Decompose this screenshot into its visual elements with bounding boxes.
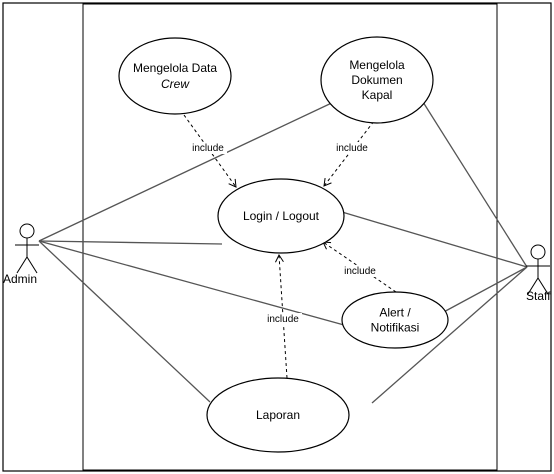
- use-case-ellipse: [217, 178, 345, 254]
- use-case-ellipse: [320, 36, 434, 124]
- use-case-label: Crew: [161, 77, 190, 91]
- use-case-label: Dokumen: [351, 73, 402, 87]
- association-staff-alert: [439, 266, 528, 315]
- association-admin-dokumen: [38, 99, 339, 242]
- use-case-label: Kapal: [362, 88, 393, 102]
- use-case-laporan[interactable]: Laporan: [206, 377, 350, 453]
- association-staff-laporan: [371, 266, 528, 404]
- association-admin-alert: [38, 240, 345, 326]
- include-label-bg: [264, 313, 302, 325]
- include-label: include: [344, 266, 376, 277]
- use-case-ellipse: [341, 291, 449, 349]
- include-label-bg: [189, 142, 227, 154]
- actor-staff[interactable]: Staff: [526, 244, 551, 303]
- association-admin-login: [38, 240, 223, 245]
- use-case-alert[interactable]: Alert /Notifikasi: [341, 291, 449, 349]
- use-case-label: Notifikasi: [371, 321, 420, 335]
- association-admin-laporan: [38, 240, 211, 403]
- association-staff-dokumen: [422, 101, 528, 268]
- use-case-label: Login / Logout: [243, 209, 320, 223]
- actor-figure-icon: [526, 244, 550, 295]
- use-case-ellipse: [206, 377, 350, 453]
- association-lines: [38, 99, 528, 404]
- include-relations: include include include include: [183, 111, 397, 379]
- system-boundary: [82, 3, 498, 471]
- include-label: include: [336, 143, 368, 154]
- association-staff-login: [341, 211, 528, 268]
- use-case-label: Laporan: [256, 408, 300, 422]
- use-case-label: Mengelola: [349, 58, 405, 72]
- include-label: include: [267, 314, 299, 325]
- include-label-bg: [333, 142, 371, 154]
- actor-figure-icon: [15, 223, 39, 274]
- actor-admin[interactable]: Admin: [3, 223, 39, 286]
- use-case-login[interactable]: Login / Logout: [217, 178, 345, 254]
- use-case-label: Mengelola Data: [133, 61, 217, 75]
- actor-label: Admin: [3, 272, 37, 286]
- actor-label: Staff: [526, 289, 551, 303]
- include-label-bg: [341, 265, 379, 277]
- use-case-ellipse: [118, 37, 232, 115]
- use-case-label: Alert /: [379, 306, 411, 320]
- include-label: include: [192, 143, 224, 154]
